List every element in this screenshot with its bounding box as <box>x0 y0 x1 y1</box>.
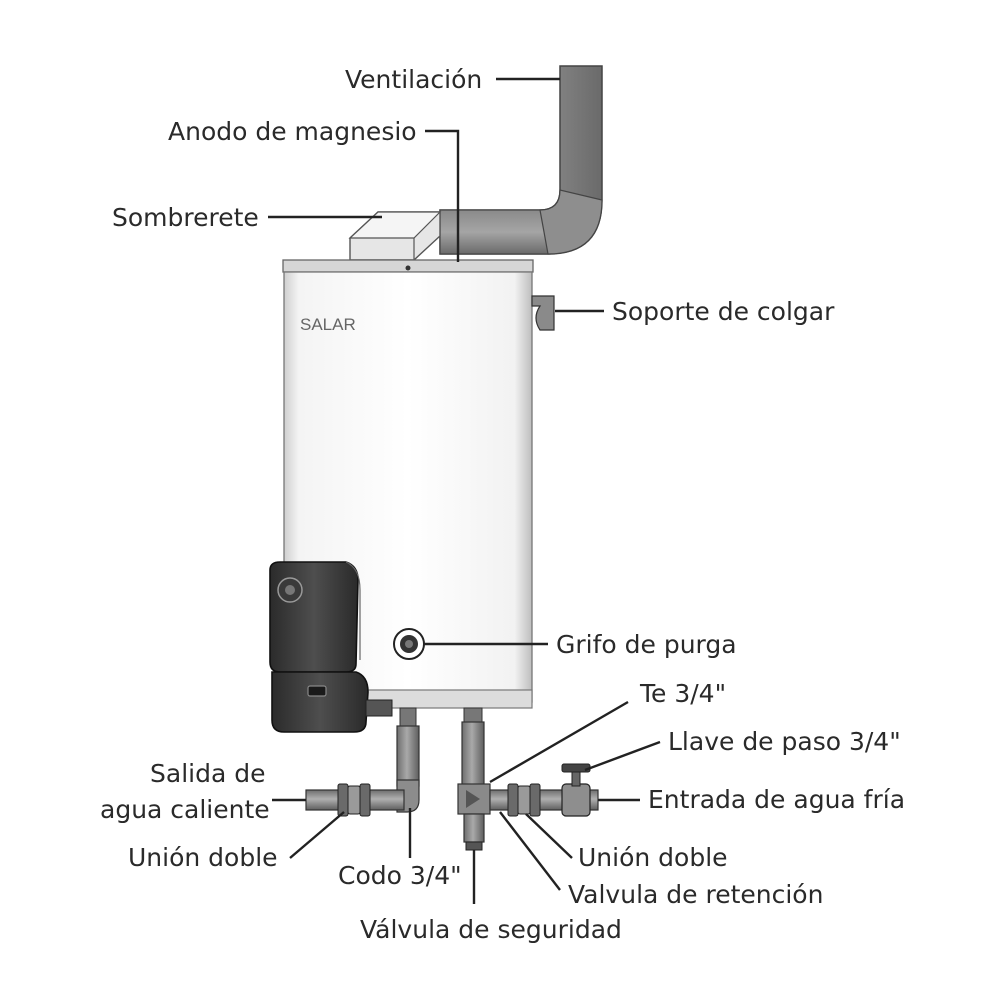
hanging-bracket <box>531 295 555 331</box>
label-llave: Llave de paso 3/4" <box>668 727 901 756</box>
hot-water-piping <box>305 707 420 817</box>
cold-water-piping <box>457 707 599 851</box>
hot-union-fitting <box>337 783 371 817</box>
label-grifo: Grifo de purga <box>556 630 737 659</box>
gas-control-unit <box>269 561 393 733</box>
label-union-right: Unión doble <box>578 843 728 872</box>
drain-valve <box>393 628 425 660</box>
label-entrada: Entrada de agua fría <box>648 785 905 814</box>
label-codo: Codo 3/4" <box>338 861 462 890</box>
label-salida-2: agua caliente <box>100 795 270 824</box>
cold-union-fitting <box>507 783 541 817</box>
vent-pipe <box>439 65 603 255</box>
leader-lines <box>268 77 661 904</box>
label-soporte: Soporte de colgar <box>612 297 835 326</box>
label-ventilacion: Ventilación <box>345 65 482 94</box>
shutoff-valve <box>561 763 591 817</box>
label-anodo: Anodo de magnesio <box>168 117 417 146</box>
draft-hood <box>348 211 442 261</box>
labels: Ventilación Anodo de magnesio Sombrerete… <box>100 65 905 944</box>
brand-logo: SALAR <box>300 315 356 334</box>
label-sombrerete: Sombrerete <box>112 203 259 232</box>
label-union-left: Unión doble <box>128 843 278 872</box>
label-salida-1: Salida de <box>150 759 265 788</box>
label-seguridad: Válvula de seguridad <box>360 915 622 944</box>
label-retencion: Valvula de retención <box>568 880 823 909</box>
label-te: Te 3/4" <box>639 679 726 708</box>
